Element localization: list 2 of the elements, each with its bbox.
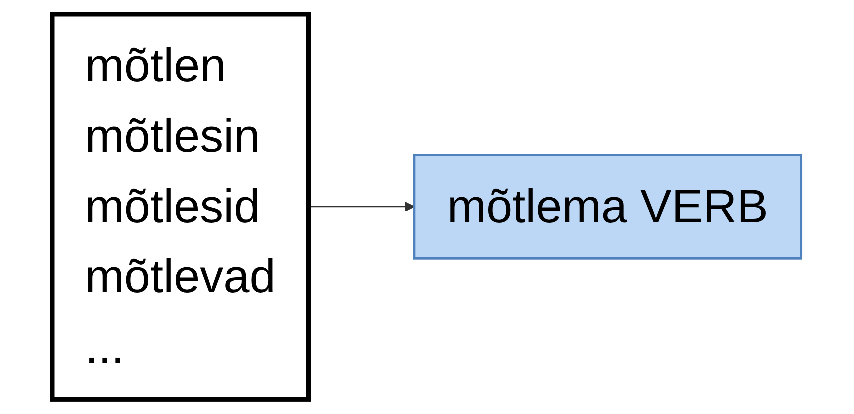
- node-box: mõtlen mõtlesin mõtlesid mõtlevad ...: [50, 12, 312, 402]
- node-box: mõtlema VERB: [413, 154, 803, 260]
